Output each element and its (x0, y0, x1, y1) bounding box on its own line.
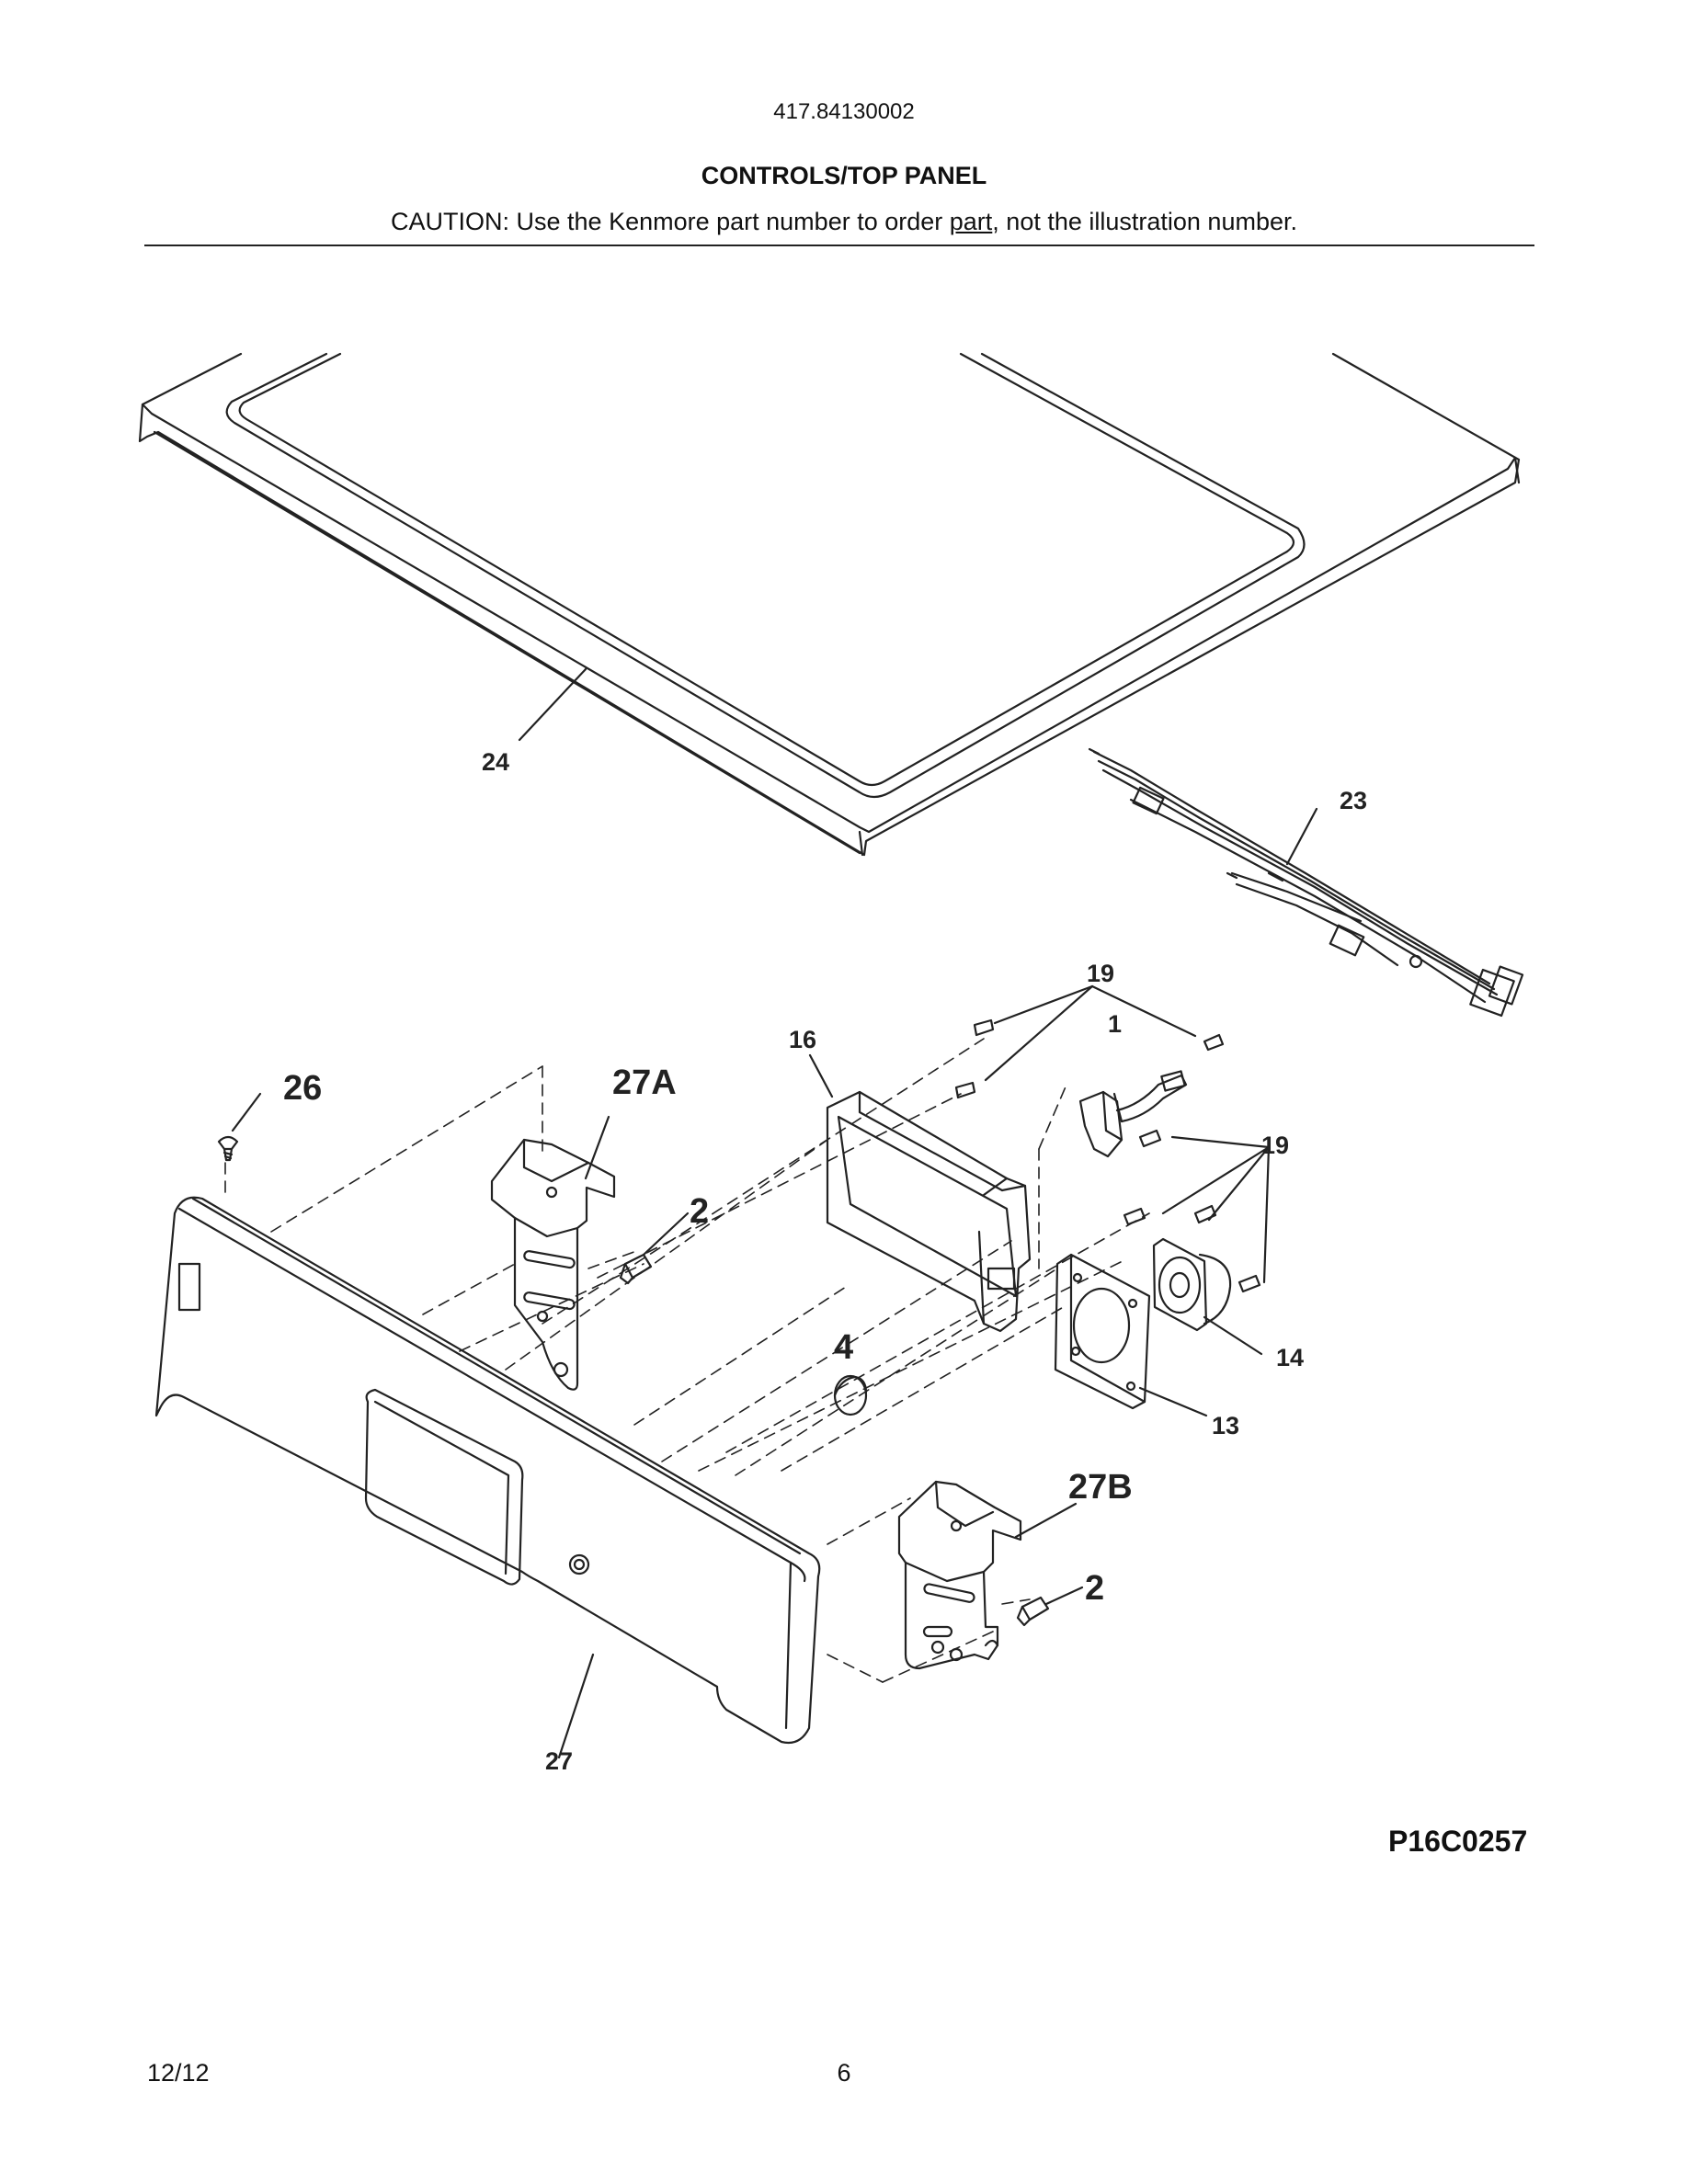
part-4-knob (835, 1376, 866, 1415)
part-27b-bracket (899, 1482, 1021, 1668)
part-27-console (156, 1198, 819, 1743)
callout-27b: 27B (1068, 1468, 1133, 1507)
callout-27a: 27A (612, 1064, 677, 1102)
callout-16: 16 (789, 1026, 816, 1053)
callout-labels: 24 23 19 1 16 26 27A 2 19 4 14 13 27B 2 … (283, 748, 1367, 1775)
part-23-wire-harness (1089, 749, 1523, 1016)
caution-text-prefix: CAUTION: Use the Kenmore part number to … (391, 208, 950, 235)
callout-23: 23 (1340, 787, 1367, 814)
part-19-screws-upper (956, 1020, 1223, 1098)
callout-14: 14 (1276, 1344, 1304, 1371)
callout-27: 27 (545, 1747, 573, 1775)
callout-19-upper: 19 (1087, 960, 1114, 987)
callout-1: 1 (1108, 1010, 1122, 1038)
section-title: CONTROLS/TOP PANEL (701, 162, 987, 189)
callout-24: 24 (482, 748, 509, 776)
callout-26: 26 (283, 1069, 322, 1108)
part-2-screw-lower (1018, 1598, 1048, 1625)
part-27a-bracket (492, 1140, 614, 1390)
figure-code: P16C0257 (1388, 1825, 1528, 1858)
footer-date: 12/12 (147, 2059, 210, 2087)
header-rule (144, 245, 1534, 246)
callout-4: 4 (834, 1328, 853, 1367)
caution-text-suffix: , not the illustration number. (992, 208, 1297, 235)
part-13-speaker-gasket (1055, 1255, 1149, 1408)
part-19-screws-lower (1124, 1131, 1260, 1291)
callout-2-upper: 2 (690, 1192, 709, 1231)
callout-2-lower: 2 (1085, 1569, 1104, 1608)
page-header: 417.84130002 CONTROLS/TOP PANEL CAUTION:… (0, 0, 1688, 257)
part-1-switch (1080, 1071, 1186, 1156)
caution-note: CAUTION: Use the Kenmore part number to … (0, 208, 1688, 236)
part-14-speaker (1154, 1239, 1230, 1330)
footer-page-number: 6 (837, 2059, 851, 2087)
assembly-dashed-lines (224, 1038, 1150, 1683)
callout-19-lower: 19 (1261, 1132, 1289, 1159)
part-2-screw-upper (621, 1255, 651, 1283)
leader-lines (231, 667, 1318, 1759)
model-number: 417.84130002 (773, 99, 915, 124)
part-24-top-panel (140, 354, 1519, 855)
caution-underlined-word: part (949, 208, 993, 235)
part-26-screw (219, 1137, 237, 1160)
callout-13: 13 (1212, 1412, 1239, 1439)
part-16-control-board (827, 1092, 1030, 1331)
